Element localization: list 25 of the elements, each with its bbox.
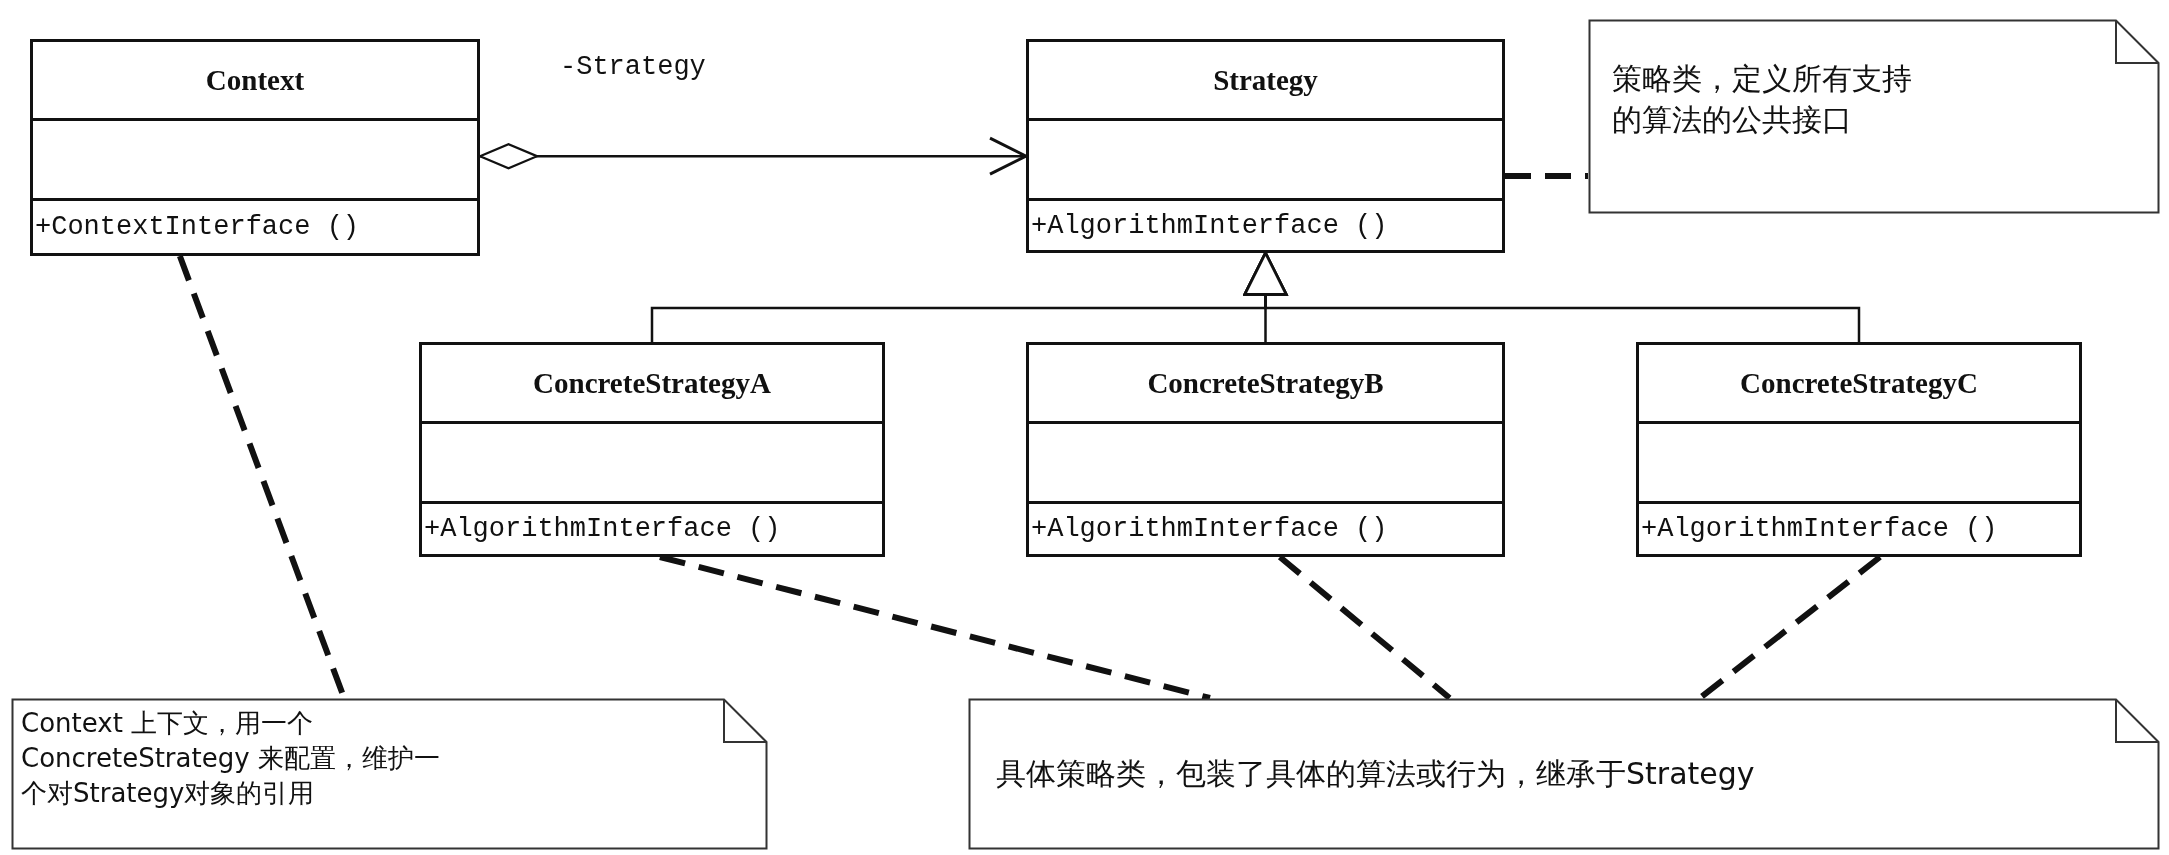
method-text: +ContextInterface () (35, 212, 360, 242)
method-text: +AlgorithmInterface () (1641, 514, 1998, 544)
class-name: Strategy (1213, 63, 1318, 97)
class-box (419, 342, 885, 557)
note-box (1588, 19, 2160, 214)
method-text: +AlgorithmInterface () (1031, 210, 1388, 241)
class-name: ConcreteStrategyA (533, 366, 771, 400)
class-name: Context (205, 63, 305, 97)
note-text: Context 上下文，用一个ConcreteStrategy 来配置，维护一个对Strategy对象的引用 (21, 707, 441, 811)
method-text: +AlgorithmInterface () (1031, 514, 1388, 544)
arrow (1243, 251, 1861, 342)
dashed-connector (1505, 172, 1588, 179)
class-name: ConcreteStrategyB (1147, 366, 1384, 400)
note-text: 策略类，定义所有支持的算法的公共接口 (1612, 60, 1913, 139)
note-box (11, 698, 768, 850)
class-box (1636, 342, 2082, 557)
class-box (1026, 342, 1505, 557)
class-name: ConcreteStrategyC (1740, 366, 1978, 400)
class-box (1026, 39, 1505, 253)
note-text: 具体策略类，包装了具体的算法或行为，继承于Strategy (996, 754, 1755, 793)
arrow (478, 136, 1028, 176)
note-box (968, 698, 2160, 850)
method-text: +AlgorithmInterface () (424, 514, 781, 544)
edge-label: -Strategy (560, 52, 706, 83)
class-box (30, 39, 480, 256)
